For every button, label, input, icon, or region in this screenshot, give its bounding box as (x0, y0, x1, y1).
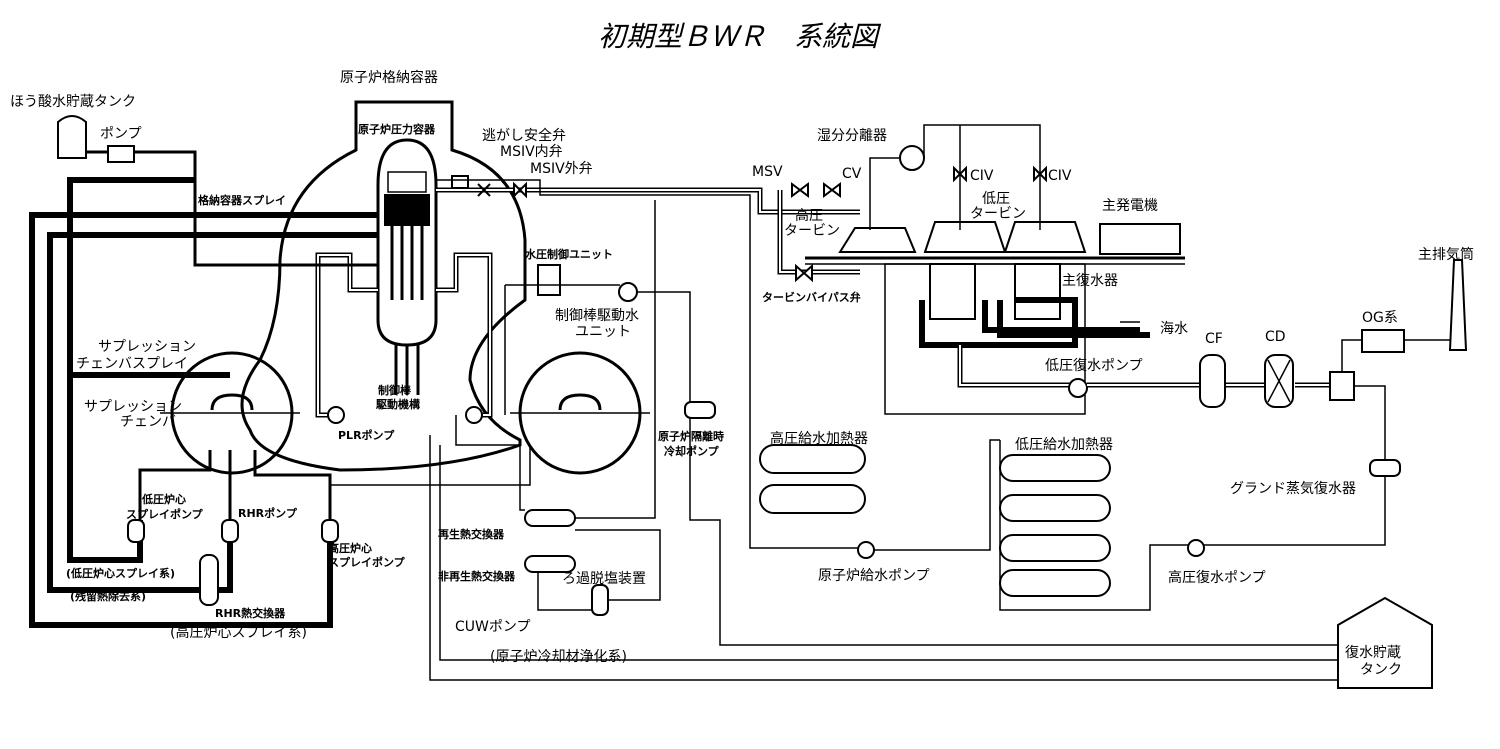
label-rhr-hx: RHR熱交換器 (215, 606, 286, 620)
label-hpcs-pump-1: 高圧炉心 (328, 541, 372, 555)
label-plr-pump: PLRポンプ (338, 428, 395, 442)
eccs-piping (29, 177, 378, 628)
label-cuw-pump: CUWポンプ (455, 619, 530, 635)
label-containment: 原子炉格納容器 (340, 69, 438, 86)
condensate-system (957, 259, 1468, 611)
label-lp-cond-pump: 低圧復水ポンプ (1045, 357, 1143, 374)
feedwater-heaters (749, 439, 1111, 597)
recirculation-loops (315, 252, 493, 424)
label-sup-chamber-2: チェンバ (120, 414, 176, 430)
label-rcic-2: 冷却ポンプ (664, 444, 720, 458)
label-containment-spray: 格納容器スプレイ (198, 193, 286, 207)
label-lp-heater: 低圧給水加熱器 (1015, 437, 1113, 453)
label-hpcs-pump-2: スプレイポンプ (328, 555, 406, 569)
label-msv: MSV (752, 164, 783, 180)
containment-vessel (160, 100, 650, 475)
label-lpcs-pump-1: 低圧炉心 (141, 492, 186, 506)
label-cst-2: タンク (1360, 662, 1402, 678)
label-sup-spray-1: サプレッション (98, 339, 196, 355)
crd-hydraulic-system (504, 264, 1340, 646)
condensate-storage-tank (330, 435, 1433, 689)
label-lp-turbine-2: タービン (970, 206, 1026, 222)
label-feed-pump: 原子炉給水ポンプ (818, 568, 930, 584)
label-cf: CF (1205, 331, 1223, 347)
label-cst-1: 復水貯蔵 (1345, 644, 1401, 661)
label-hp-turbine-2: タービン (784, 223, 840, 239)
turbine-generator-set (805, 124, 1185, 265)
feedwater-line (436, 179, 751, 445)
label-seawater: 海水 (1160, 321, 1188, 337)
main-condenser (884, 263, 1150, 415)
label-civ-1: CIV (970, 168, 994, 184)
label-hp-cond-pump: 高圧復水ポンプ (1168, 569, 1266, 586)
label-pump: ポンプ (100, 126, 142, 142)
label-lpcs-system: (低圧炉心スプレイ系) (66, 566, 175, 580)
label-boric-tank: ほう酸水貯蔵タンク (10, 94, 136, 110)
label-condenser: 主復水器 (1062, 272, 1118, 289)
label-nonregen-hx: 非再生熱交換器 (438, 569, 516, 583)
label-lpcs-pump-2: スプレイポンプ (126, 507, 204, 521)
label-rhr-pump: RHRポンプ (238, 506, 298, 520)
label-civ-2: CIV (1048, 168, 1072, 184)
label-cv: CV (842, 166, 862, 182)
label-sup-spray-2: チェンバスプレイ (76, 356, 188, 372)
label-generator: 主発電機 (1102, 198, 1158, 214)
label-lp-turbine-1: 低圧 (982, 191, 1010, 207)
label-rhr-system: (残留熱除去系) (70, 589, 146, 603)
label-demineralizer: ろ過脱塩装置 (562, 571, 646, 587)
label-crd-unit-1: 制御棒駆動水 (555, 308, 639, 324)
label-crd-mech-2: 駆動機構 (376, 397, 420, 411)
label-crd-mech-1: 制御棒 (378, 383, 412, 397)
label-bypass-valve: タービンバイパス弁 (762, 290, 861, 304)
label-hp-heater: 高圧給水加熱器 (770, 430, 868, 447)
label-hp-turbine-1: 高圧 (795, 207, 823, 224)
diagram-title: 初期型ＢＷＲ 系統図 (598, 20, 882, 53)
label-gland-condenser: グランド蒸気復水器 (1230, 480, 1356, 497)
label-rcic-1: 原子炉隔離時 (658, 429, 724, 443)
label-msiv-in: MSIV内弁 (500, 144, 563, 160)
label-hpcs-system: (高圧炉心スプレイ系) (170, 624, 307, 641)
label-moisture-separator: 湿分分離器 (817, 127, 887, 144)
label-sup-chamber-1: サプレッション (84, 399, 182, 415)
label-srv: 逃がし安全弁 (482, 127, 566, 144)
label-og: OG系 (1362, 310, 1398, 326)
main-steam-line (436, 175, 860, 283)
label-crd-unit-2: ユニット (575, 324, 631, 340)
cuw-system (455, 200, 661, 616)
label-cuw-system: (原子炉冷却材浄化系) (490, 649, 627, 665)
label-msiv-out: MSIV外弁 (530, 161, 593, 177)
labels: 原子炉格納容器 ほう酸水貯蔵タンク ポンプ 原子炉圧力容器 逃がし安全弁 MSI… (10, 69, 1474, 678)
label-cd: CD (1265, 329, 1286, 345)
boric-acid-system (57, 115, 378, 267)
label-rpv: 原子炉圧力容器 (358, 122, 436, 136)
reactor-pressure-vessel (376, 138, 438, 395)
label-regen-hx: 再生熱交換器 (438, 527, 505, 541)
label-hcu: 水圧制御ユニット (525, 247, 613, 261)
label-main-stack: 主排気筒 (1418, 246, 1474, 263)
